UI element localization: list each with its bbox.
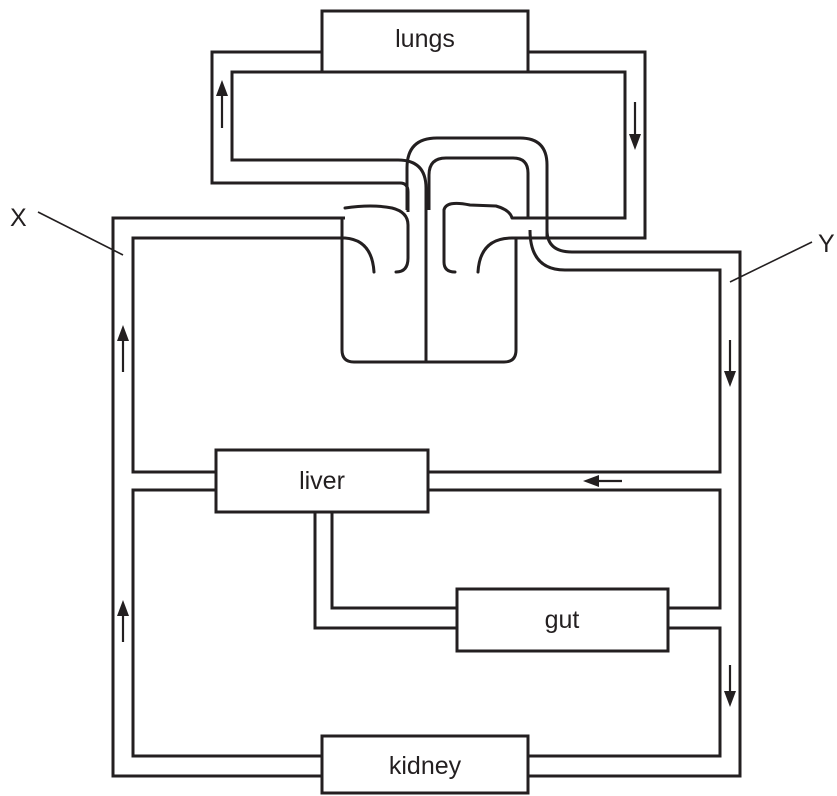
down-arrow-icon	[724, 665, 736, 707]
gut-label: gut	[545, 606, 580, 634]
down-arrow-icon	[629, 102, 641, 150]
liver: liver	[216, 450, 428, 512]
left-arrow-icon	[583, 475, 622, 487]
vessel-label-y: Y	[730, 230, 835, 282]
up-arrow-icon	[117, 600, 129, 642]
pulmonary-vein	[212, 52, 645, 238]
vessel-label-x: X	[10, 204, 123, 255]
right-ventricle-wall	[478, 238, 512, 272]
down-arrow-icon	[724, 340, 736, 387]
label-y: Y	[818, 230, 835, 258]
kidney-label: kidney	[389, 752, 462, 780]
heart-outline	[342, 218, 516, 362]
pulmonary-artery	[407, 138, 547, 238]
right-atrium-valve	[444, 203, 512, 218]
heart	[342, 203, 516, 362]
right-ventricle-valve	[444, 210, 455, 272]
left-ventricle-valve	[345, 238, 374, 272]
hepatic-portal-vein	[315, 512, 457, 628]
aorta	[428, 230, 740, 776]
liver-label: liver	[299, 467, 345, 495]
up-arrow-icon	[216, 80, 228, 128]
label-x: X	[10, 204, 27, 232]
lungs-label: lungs	[395, 25, 455, 53]
up-arrow-icon	[117, 325, 129, 372]
kidney: kidney	[322, 736, 528, 793]
lungs: lungs	[322, 11, 528, 72]
gut: gut	[457, 589, 668, 651]
